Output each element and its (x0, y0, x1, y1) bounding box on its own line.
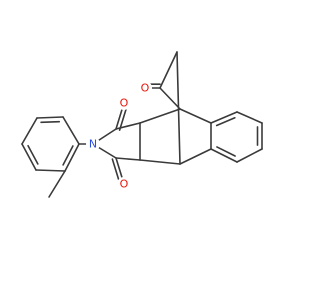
bond-inner-Ch-Cd (216, 146, 236, 157)
bond-Ca5-Cme1 (36, 116, 64, 119)
bond-Cg-Ch (236, 148, 263, 163)
bond-Ch-Cd (210, 148, 238, 163)
bond-Ce-Cf (236, 111, 263, 124)
atom-label-background (86, 137, 100, 151)
bond-Cbr1-Cc (179, 108, 212, 124)
bond-inner-Ca5-Cme1 (40, 120, 61, 124)
bond-Cb2-Cbr2 (139, 159, 181, 165)
bond-Ca1-Cme1 (62, 116, 80, 145)
bond-Ca2-Cme2 (48, 170, 66, 198)
atom-label-o-imide-bottom: O (120, 178, 129, 191)
atom-label-o-ketone: O (141, 82, 150, 95)
atom-o-imide-bottom: O (117, 177, 131, 191)
bond-Cbr2-Cd (179, 148, 212, 165)
bond-inner-Ca1-Ca2 (62, 145, 74, 166)
bond-Ca2-Ca3 (35, 169, 66, 172)
atom-o-ketone: O (138, 81, 152, 95)
atom-o-imide-top: O (117, 96, 131, 110)
atom-label-background (138, 81, 152, 95)
bond-Cc2-Cb2 (115, 157, 141, 161)
bond-Cb1-Cbr1 (139, 108, 181, 124)
atom-label-n-imide: N (89, 138, 97, 151)
bond-Cx2-Cbr2 (176, 51, 181, 165)
bond-inner-Cc-Ce (215, 116, 236, 127)
bond-Ca3-Ca4 (21, 143, 37, 171)
atom-label-background (117, 177, 131, 191)
bond-inner-Ca3-Ca4 (27, 144, 39, 165)
bond-Ca4-Ca5 (21, 117, 38, 145)
atom-label-background (117, 96, 131, 110)
bond-Cbr1-Cx1 (159, 87, 181, 110)
bond-Ca1-Ca2 (64, 143, 80, 172)
bond-Cc-Ce (210, 111, 238, 124)
bond-Cc1-Cb1 (115, 122, 141, 130)
bond-layer (21, 51, 263, 198)
bond-Cx1-Cx2 (159, 51, 178, 89)
atom-n-imide: N (86, 137, 100, 151)
atom-label-o-imide-top: O (120, 97, 129, 110)
